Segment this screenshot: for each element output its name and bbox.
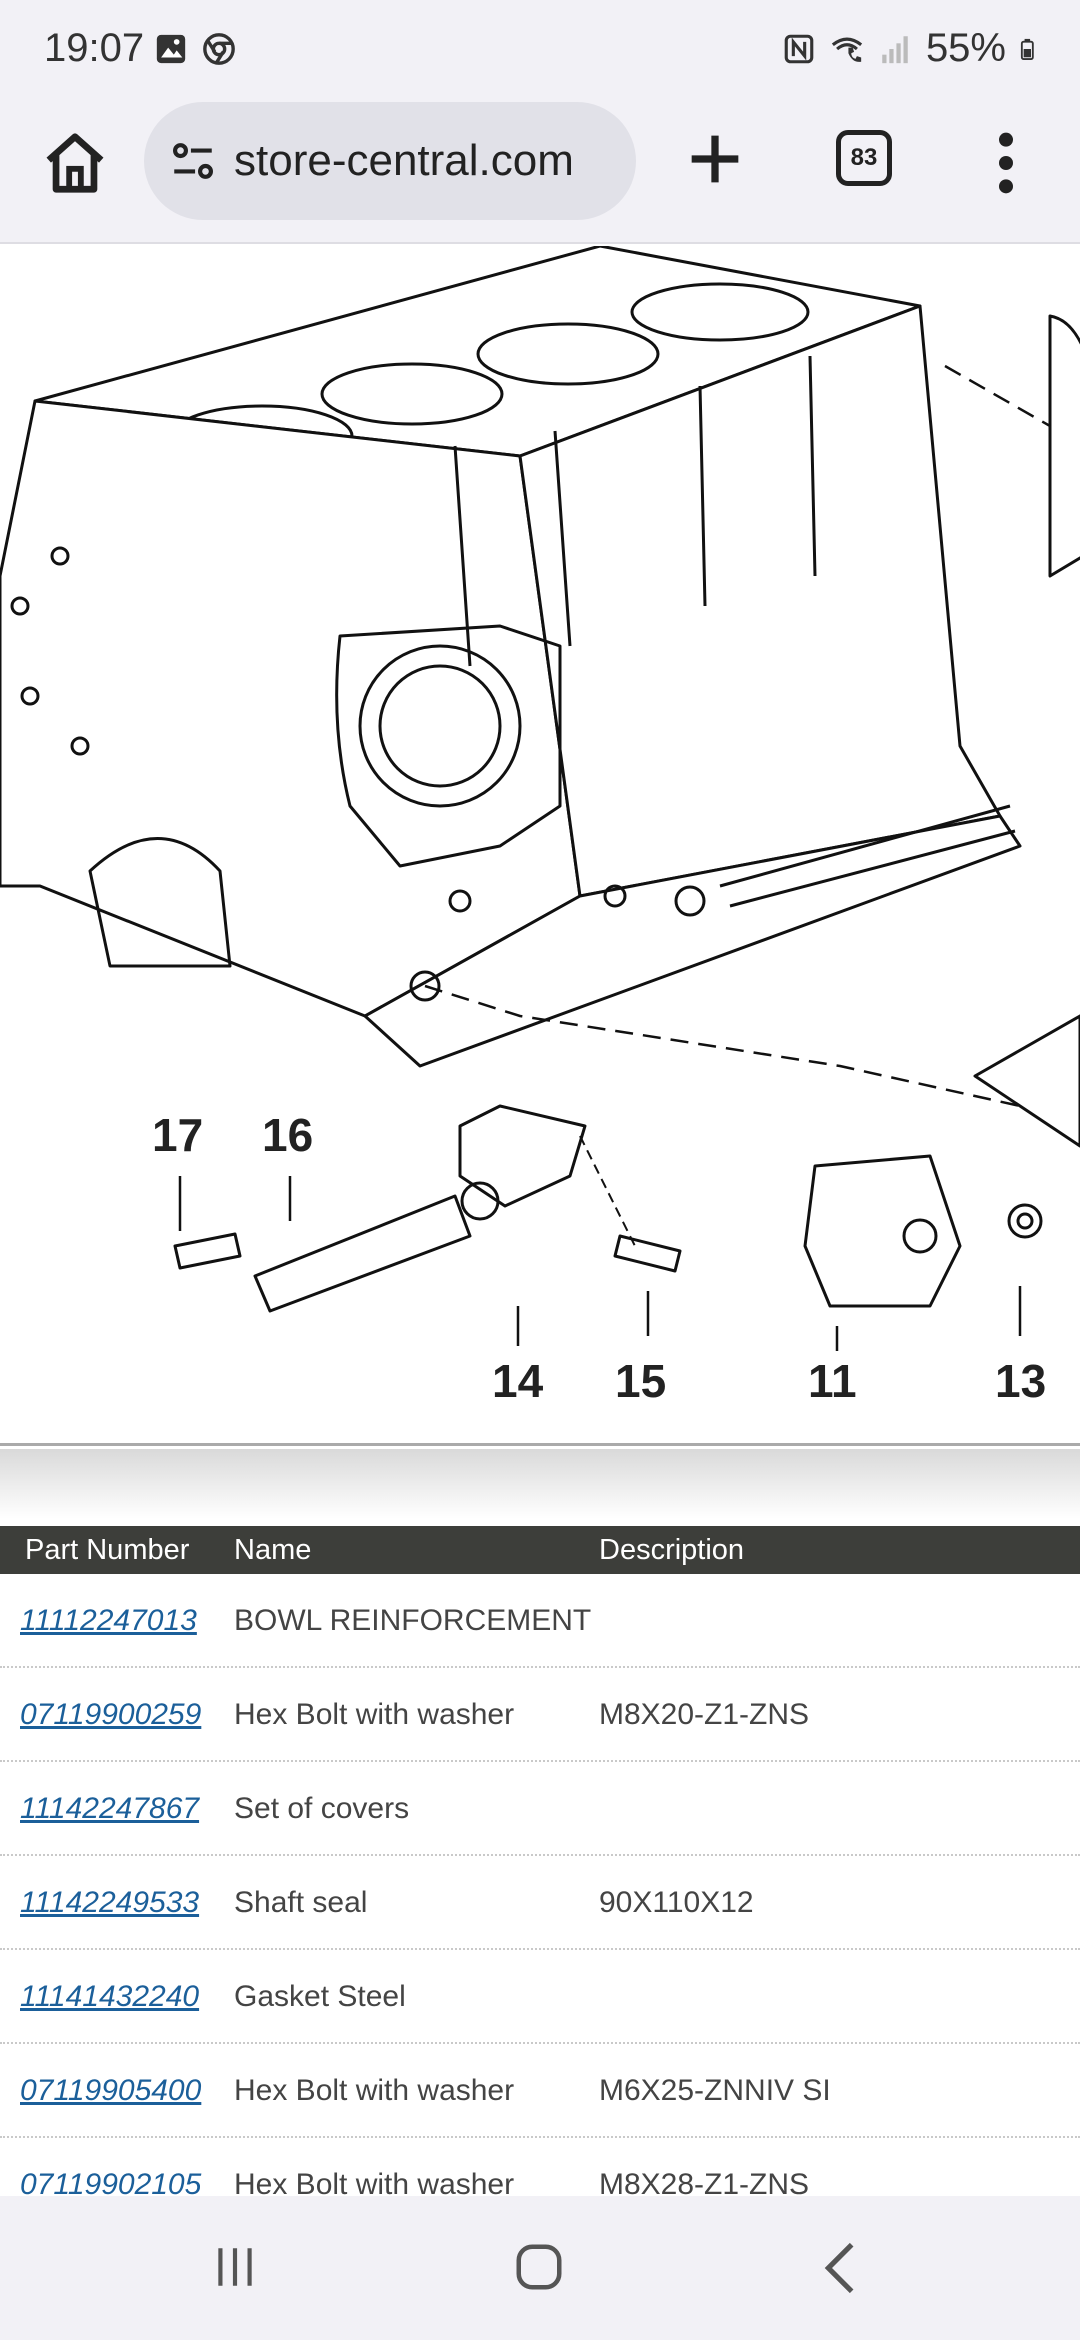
part-name: Hex Bolt with washer — [234, 2168, 515, 2201]
callout-16: 16 — [262, 1109, 314, 1161]
table-row: 11142249533 Shaft seal 90X110X12 — [0, 1856, 1080, 1950]
gallery-icon — [156, 34, 186, 64]
nfc-icon — [784, 34, 814, 63]
parts-table: Part Number Name Description 11112247013… — [0, 1526, 1080, 2232]
new-tab-icon[interactable] — [680, 124, 750, 194]
home-button-icon[interactable] — [512, 2240, 566, 2294]
system-nav-bar — [0, 2196, 1080, 2340]
callout-13: 13 — [995, 1355, 1047, 1407]
table-body: 11112247013 BOWL REINFORCEMENT 07119900259… — [0, 1574, 1080, 2232]
site-settings-icon[interactable] — [168, 136, 218, 186]
home-icon[interactable] — [40, 128, 110, 198]
part-number-link[interactable]: 11142249533 — [20, 1886, 200, 1919]
header-description: Description — [599, 1534, 745, 1566]
chrome-icon — [203, 33, 235, 65]
status-bar: 19:07 55% — [0, 0, 1080, 96]
header-part-number: Part Number — [25, 1534, 190, 1566]
part-number-link[interactable]: 11142247867 — [20, 1792, 200, 1825]
part-number-link[interactable]: 07119900259 — [20, 1698, 202, 1731]
callout-17: 17 — [152, 1109, 204, 1161]
part-number-link[interactable]: 07119905400 — [20, 2074, 202, 2107]
table-row: 11112247013 BOWL REINFORCEMENT — [0, 1574, 1080, 1668]
part-name: BOWL REINFORCEMENT — [234, 1604, 592, 1637]
part-name: Shaft seal — [234, 1886, 368, 1919]
table-header: Part Number Name Description — [0, 1526, 1080, 1574]
part-description: M6X25-ZNNIV SI — [599, 2074, 831, 2107]
parts-diagram: 17 16 14 15 11 13 — [0, 246, 1080, 1446]
back-icon[interactable] — [820, 2240, 860, 2296]
part-name: Hex Bolt with washer — [234, 2074, 515, 2107]
part-description: 90X110X12 — [599, 1886, 754, 1919]
tab-count: 83 — [850, 144, 878, 171]
status-time: 19:07 — [44, 26, 145, 70]
address-bar[interactable]: store-central.com — [144, 102, 636, 220]
callout-14: 14 — [492, 1355, 544, 1407]
engine-block-drawing — [0, 246, 1080, 1351]
part-number-link[interactable]: 11141432240 — [20, 1980, 200, 2013]
callout-11: 11 — [808, 1355, 857, 1407]
table-row: 07119900259 Hex Bolt with washer M8X20-Z1-… — [0, 1668, 1080, 1762]
table-row: 07119905400 Hex Bolt with washer M6X25-ZNN… — [0, 2044, 1080, 2138]
browser-toolbar: store-central.com 83 — [0, 96, 1080, 244]
part-description: M8X28-Z1-ZNS — [599, 2168, 810, 2201]
tab-switcher-button[interactable]: 83 — [836, 130, 892, 186]
part-number-link[interactable]: 11112247013 — [20, 1604, 197, 1637]
url-text: store-central.com — [234, 136, 574, 185]
part-name: Gasket Steel — [234, 1980, 406, 2013]
battery-icon — [1020, 38, 1034, 60]
diagram-shadow — [0, 1449, 1080, 1519]
signal-icon — [882, 35, 908, 63]
header-name: Name — [234, 1534, 312, 1566]
wifi-call-icon — [831, 37, 863, 62]
part-name: Set of covers — [234, 1792, 410, 1825]
table-row: 11141432240 Gasket Steel — [0, 1950, 1080, 2044]
more-menu-icon[interactable] — [986, 128, 1026, 198]
recent-apps-icon[interactable] — [210, 2242, 260, 2292]
table-row: 11142247867 Set of covers — [0, 1762, 1080, 1856]
part-description: M8X20-Z1-ZNS — [599, 1698, 810, 1731]
callout-15: 15 — [615, 1355, 667, 1407]
part-number-link[interactable]: 07119902105 — [20, 2168, 202, 2201]
battery-percent: 55% — [925, 26, 1006, 70]
part-name: Hex Bolt with washer — [234, 1698, 515, 1731]
